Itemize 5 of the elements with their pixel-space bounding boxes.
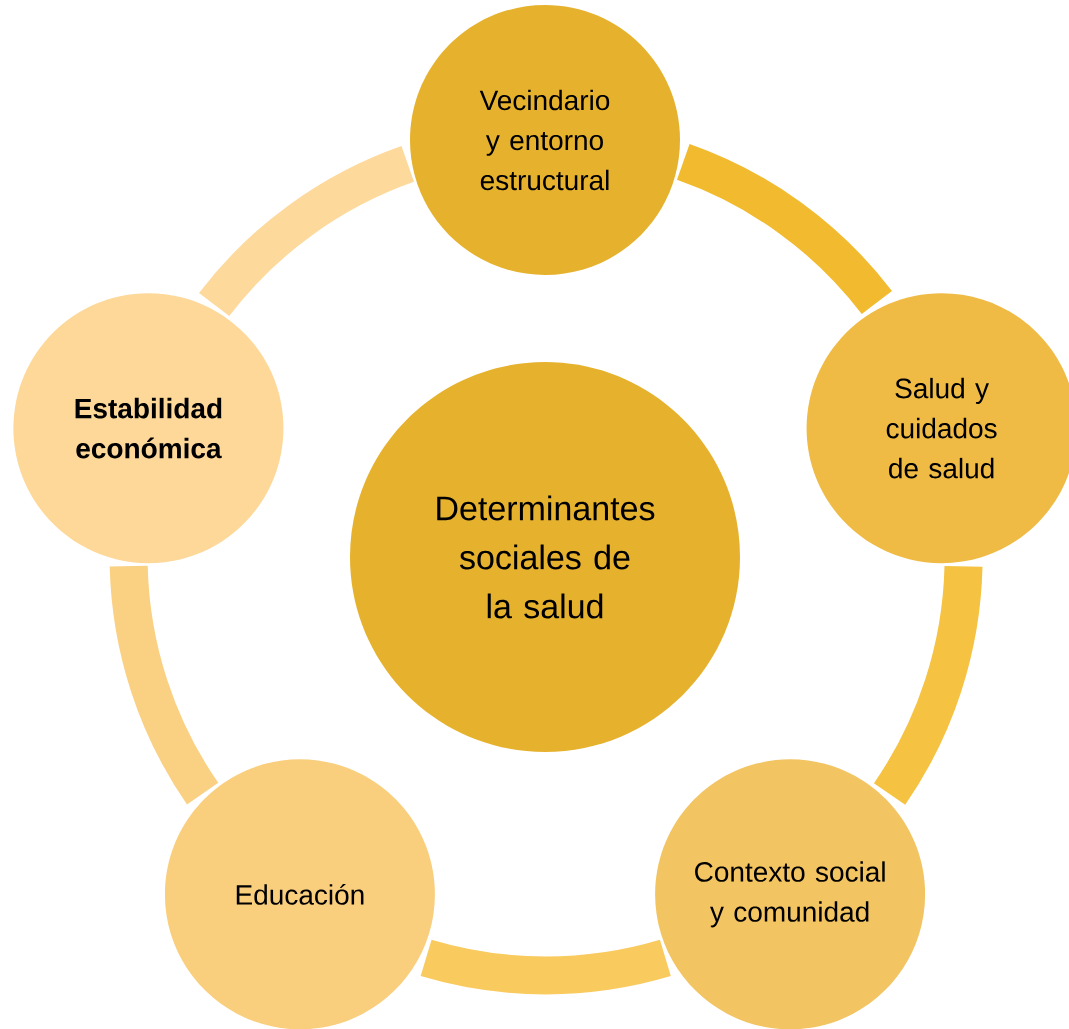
ring-arc — [676, 144, 892, 315]
ring-arc — [199, 146, 415, 317]
ring-arc — [421, 939, 671, 995]
ring-arc — [109, 565, 219, 805]
ring-arc — [873, 565, 983, 805]
